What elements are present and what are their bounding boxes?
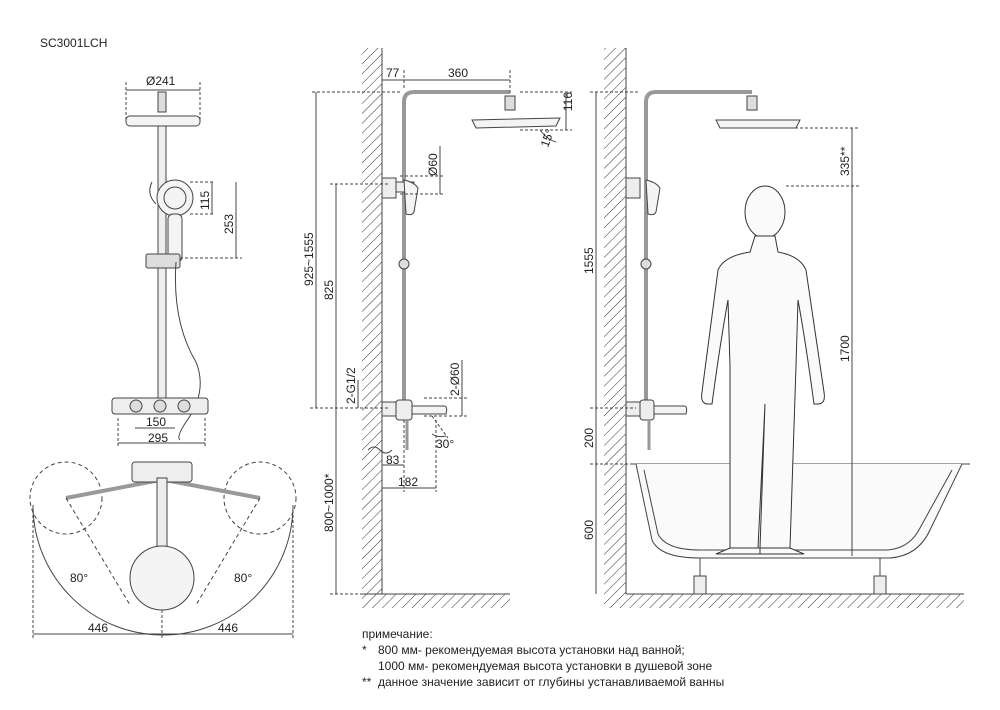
front-view <box>29 82 297 640</box>
dim-person-height: 1700 <box>838 335 852 362</box>
angle-right: 80° <box>234 571 252 585</box>
angle-left: 80° <box>70 571 88 585</box>
dim-head-diameter: Ø241 <box>146 74 176 88</box>
note-mark-1: * <box>362 643 367 657</box>
dim-head-clearance: 335** <box>838 146 852 176</box>
dim-bath-height: 600 <box>582 520 596 540</box>
dim-mixer-width: 150 <box>146 415 166 429</box>
bath-view <box>590 48 970 608</box>
model-label: SC3001LCH <box>40 36 107 50</box>
notes-title: примечание: <box>362 627 433 641</box>
dim-arm-length: 360 <box>448 66 468 80</box>
note-line-2: 1000 мм- рекомендуемая высота установки … <box>362 658 724 674</box>
dim-bar-to-holder: 253 <box>222 214 236 234</box>
dim-holder-height: 115 <box>198 191 212 210</box>
dim-reach-right: 446 <box>218 621 238 635</box>
dim-bar-height: 825 <box>322 280 336 300</box>
note-text-2: 1000 мм- рекомендуемая высота установки … <box>378 659 713 673</box>
angle-spout: 30° <box>436 437 454 451</box>
dim-bar-diameter: Ø60 <box>426 153 440 176</box>
note-line-1: * 800 мм- рекомендуемая высота установки … <box>362 642 724 658</box>
angle-head-tilt: 15° <box>538 127 557 149</box>
dim-total-height: 1555 <box>582 247 596 274</box>
dim-reach-left: 446 <box>88 621 108 635</box>
side-view <box>310 48 572 608</box>
dim-above-bath: 200 <box>582 428 596 448</box>
dim-install-height: 800~1000* <box>322 473 336 532</box>
dim-head-height: 116 <box>561 92 575 111</box>
dim-mixer-overall: 295 <box>148 431 168 445</box>
note-text-3: данное значение зависит от глубины устан… <box>378 675 725 689</box>
dim-inlet-diameter: 2-Ø60 <box>448 362 462 396</box>
note-line-3: ** данное значение зависит от глубины уст… <box>362 674 724 690</box>
dim-bar-range: 925~1555 <box>302 232 316 286</box>
note-text-1: 800 мм- рекомендуемая высота установки н… <box>378 643 685 657</box>
dim-inlet-thread: 2-G1/2 <box>344 367 358 404</box>
dim-spout-offset: 83 <box>386 453 400 467</box>
note-mark-3: ** <box>362 675 372 689</box>
notes-block: примечание: * 800 мм- рекомендуемая высот… <box>362 626 724 690</box>
dim-spout-reach: 182 <box>398 475 418 489</box>
dim-wall-offset: 77 <box>386 66 400 80</box>
